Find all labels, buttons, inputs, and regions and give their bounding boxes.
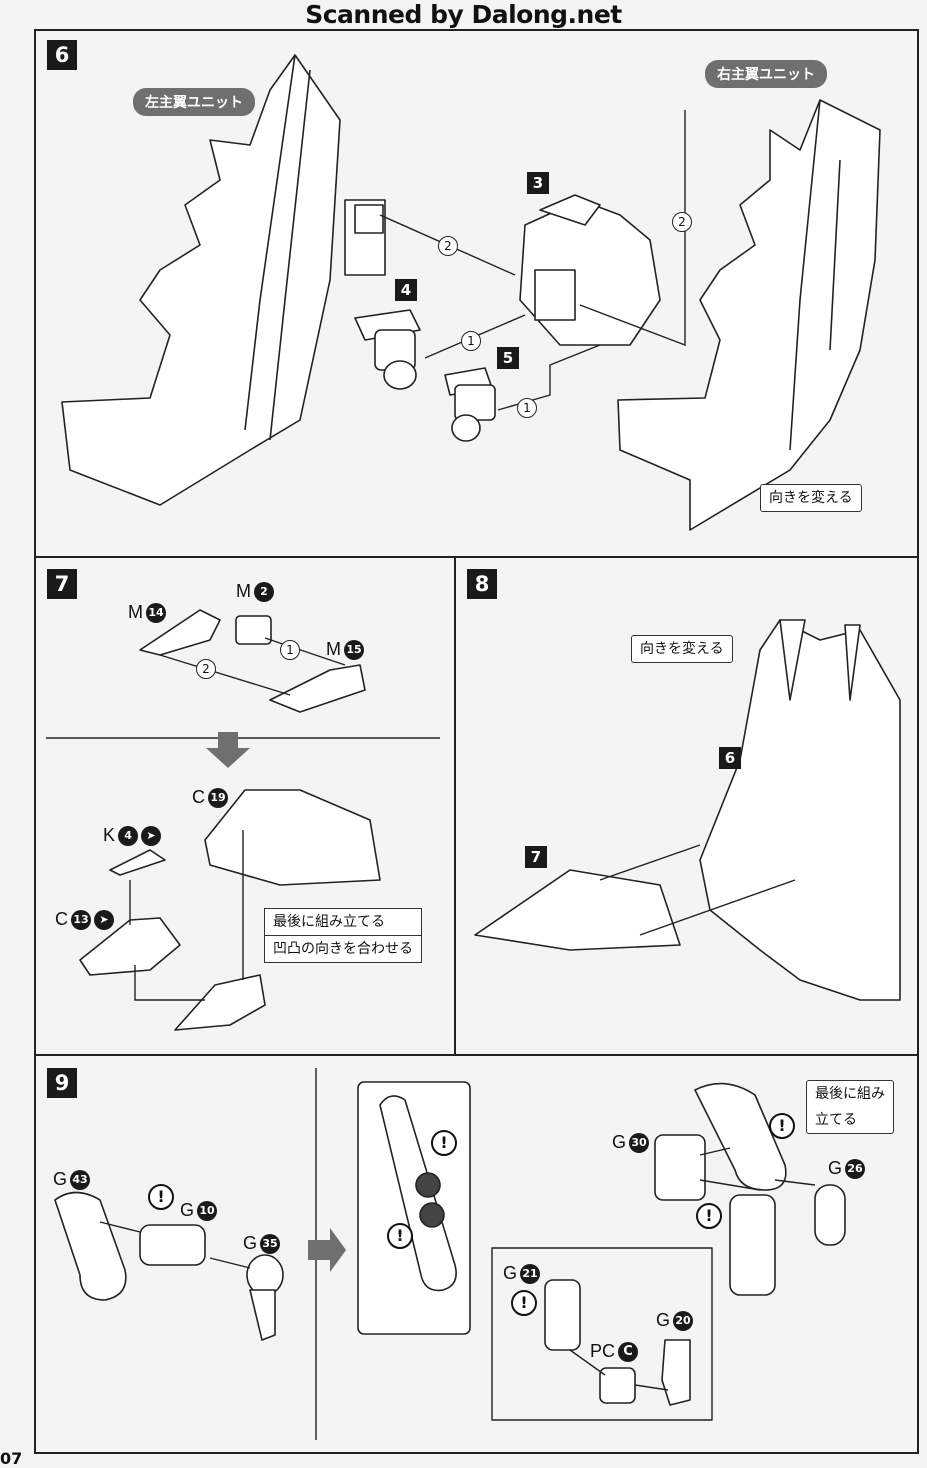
step6-subassembly-5: 5 bbox=[497, 347, 519, 369]
step6-turn-note: 向きを変える bbox=[760, 484, 862, 512]
part-g10-number: 10 bbox=[197, 1201, 218, 1222]
part-m14-number: 14 bbox=[146, 603, 166, 624]
step9-note-box: 最後に組み 立てる bbox=[806, 1080, 894, 1134]
part-g21-letter: G bbox=[503, 1263, 518, 1283]
sticker-icon: ➤ bbox=[94, 910, 114, 931]
part-m15-letter: M bbox=[326, 639, 341, 659]
part-g35-letter: G bbox=[243, 1233, 258, 1253]
step7-order-1: 1 bbox=[280, 640, 300, 660]
caution-icon: ! bbox=[696, 1203, 722, 1229]
step8-turn-note: 向きを変える bbox=[631, 635, 733, 663]
part-c13-letter: C bbox=[55, 909, 68, 929]
part-g26-letter: G bbox=[828, 1158, 843, 1178]
part-g20-number: 20 bbox=[673, 1311, 694, 1332]
left-wing-shape bbox=[61, 54, 341, 506]
step7-number: 7 bbox=[47, 569, 77, 599]
part-c13-number: 13 bbox=[71, 910, 91, 931]
step6-subassembly-3: 3 bbox=[527, 172, 549, 194]
part-g21-number: 21 bbox=[520, 1264, 541, 1285]
part-c19-number: 19 bbox=[208, 788, 228, 809]
watermark-text: Scanned by Dalong.net bbox=[303, 0, 624, 31]
caution-icon: ! bbox=[511, 1290, 537, 1316]
right-wing-shape bbox=[617, 99, 881, 531]
step7-note-line1: 最後に組み立てる bbox=[273, 914, 385, 930]
step6-subassembly-4: 4 bbox=[395, 279, 417, 301]
part-m2-letter: M bbox=[236, 581, 251, 601]
step6-order-1-b: 1 bbox=[517, 398, 537, 418]
step8-number: 8 bbox=[467, 569, 497, 599]
part-k4-number: 4 bbox=[118, 826, 139, 847]
step9-number: 9 bbox=[47, 1068, 77, 1098]
part-g35-number: 35 bbox=[260, 1234, 281, 1255]
part-k4-letter: K bbox=[103, 825, 116, 845]
caution-icon: ! bbox=[387, 1223, 413, 1249]
part-g30-number: 30 bbox=[629, 1133, 650, 1154]
part-pc-number: C bbox=[618, 1342, 639, 1363]
step8-subassembly-6: 6 bbox=[719, 747, 741, 769]
part-pc-letter: PC bbox=[590, 1341, 616, 1361]
part-c19-letter: C bbox=[192, 787, 205, 807]
step6-order-1-a: 1 bbox=[461, 331, 481, 351]
step9-right-arrow bbox=[308, 1228, 346, 1272]
caution-icon: ! bbox=[148, 1184, 174, 1210]
page-number: 07 bbox=[0, 1449, 23, 1468]
left-main-wing-label: 左主翼ユニット bbox=[133, 88, 255, 116]
part-g10-letter: G bbox=[180, 1200, 195, 1220]
part-g43-letter: G bbox=[53, 1169, 68, 1189]
part-g43-number: 43 bbox=[70, 1170, 91, 1191]
step7-order-2: 2 bbox=[196, 659, 216, 679]
part-g20-letter: G bbox=[656, 1310, 671, 1330]
step9-note-line2: 立てる bbox=[815, 1112, 857, 1128]
step7-note-box: 最後に組み立てる 凹凸の向きを合わせる bbox=[264, 908, 422, 963]
step7-note-line2: 凹凸の向きを合わせる bbox=[265, 935, 421, 962]
step6-order-2-left: 2 bbox=[438, 236, 458, 256]
sticker-icon: ➤ bbox=[141, 826, 162, 847]
part-g30-letter: G bbox=[612, 1132, 627, 1152]
watermark-header: Scanned by Dalong.net bbox=[0, 0, 927, 31]
step8-subassembly-7: 7 bbox=[525, 846, 547, 868]
caution-icon: ! bbox=[769, 1113, 795, 1139]
part-g26-number: 26 bbox=[845, 1159, 866, 1180]
step6-number: 6 bbox=[47, 40, 77, 70]
step9-note-line1: 最後に組み bbox=[815, 1086, 885, 1102]
step6-order-2-right: 2 bbox=[672, 212, 692, 232]
part-m15-number: 15 bbox=[344, 640, 364, 661]
step9-panel bbox=[34, 1054, 919, 1454]
part-m2-number: 2 bbox=[254, 582, 274, 603]
step7-down-arrow bbox=[206, 732, 250, 768]
caution-icon: ! bbox=[431, 1130, 457, 1156]
right-main-wing-label: 右主翼ユニット bbox=[705, 60, 827, 88]
part-m14-letter: M bbox=[128, 602, 143, 622]
